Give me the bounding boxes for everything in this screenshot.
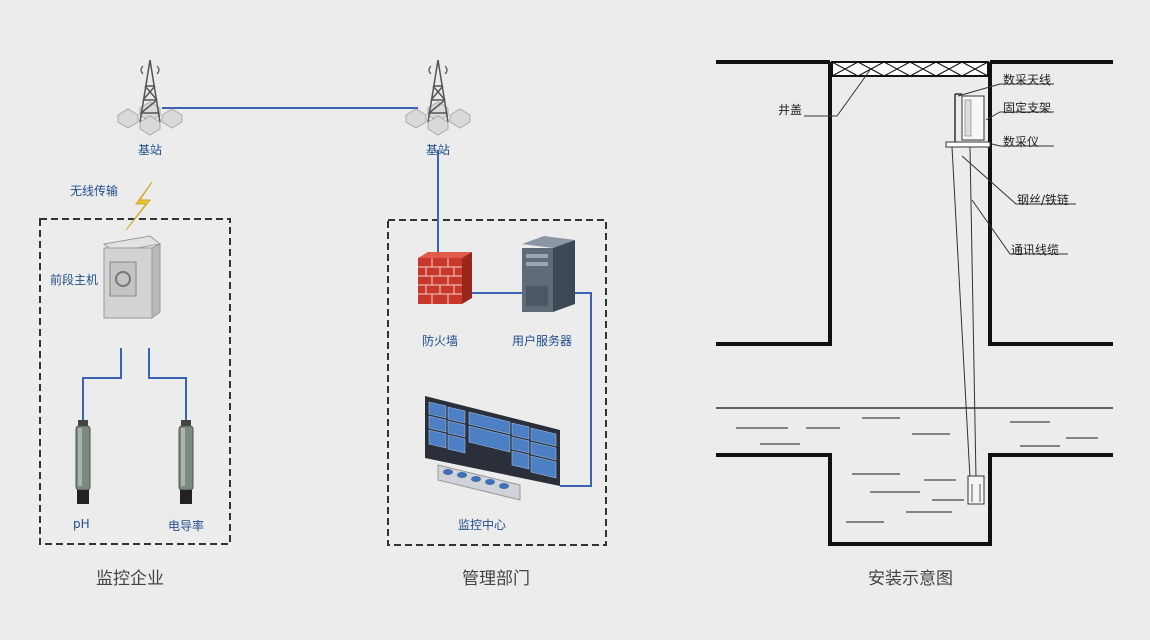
firewall-label: 防火墙 xyxy=(422,334,459,348)
installation-schematic xyxy=(716,60,1113,546)
wireless-label: 无线传输 xyxy=(70,184,119,198)
install-antenna-label: 数采天线 xyxy=(1003,73,1052,87)
caption-installation: 安装示意图 xyxy=(868,569,953,589)
monitor-wall-icon xyxy=(425,396,560,501)
department-box xyxy=(387,219,607,546)
caption-department: 管理部门 xyxy=(462,569,530,589)
conductivity-probe-icon xyxy=(178,420,194,504)
sensor-cond-label: 电导率 xyxy=(168,519,205,533)
sensor-ph-label: pH xyxy=(73,517,90,531)
install-cable-label: 通讯线缆 xyxy=(1011,243,1060,257)
front-host-icon xyxy=(102,235,162,319)
server-label: 用户服务器 xyxy=(512,334,573,348)
server-icon xyxy=(522,236,575,312)
base-station-left-label: 基站 xyxy=(138,143,163,157)
install-logger-label: 数采仪 xyxy=(1003,135,1040,149)
install-bracket-label: 固定支架 xyxy=(1003,101,1052,115)
firewall-icon xyxy=(418,252,472,304)
monitor-center-label: 监控中心 xyxy=(458,518,507,532)
ph-probe-icon xyxy=(75,420,91,504)
front-host-label: 前段主机 xyxy=(50,273,99,287)
well-cover xyxy=(831,61,989,77)
lightning-icon xyxy=(125,181,153,231)
base-station-left-icon xyxy=(117,59,183,136)
caption-enterprise: 监控企业 xyxy=(96,569,164,589)
install-wire-label: 钢丝/铁链 xyxy=(1017,193,1070,207)
base-station-right-label: 基站 xyxy=(426,143,451,157)
base-station-right-icon xyxy=(405,59,471,136)
install-cover-label: 井盖 xyxy=(778,103,803,117)
